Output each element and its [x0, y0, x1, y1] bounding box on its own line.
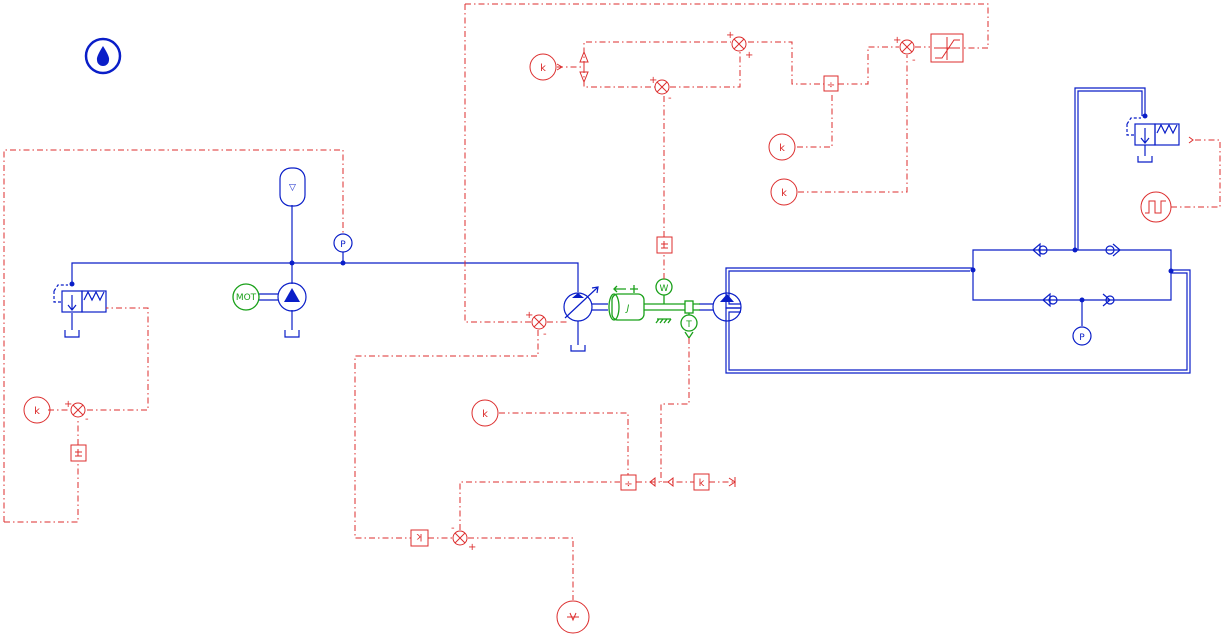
- gain-block-1: k: [693, 473, 710, 491]
- svg-text:÷: ÷: [624, 479, 632, 490]
- svg-text:P: P: [1079, 333, 1085, 343]
- summing-junction-2: [731, 36, 747, 52]
- svg-text:+: +: [649, 75, 657, 86]
- summing-junctions[interactable]: [70, 36, 915, 546]
- signal-source-bottom[interactable]: [556, 600, 590, 634]
- svg-text:k: k: [781, 188, 787, 199]
- accumulator[interactable]: ▽: [279, 167, 306, 207]
- inertia-label: J: [625, 304, 630, 314]
- water-drop-icon[interactable]: [84, 37, 122, 75]
- summing-junction-3: [654, 79, 670, 95]
- summing-junction-6: [452, 530, 468, 546]
- divider-blocks[interactable]: ÷ ÷: [620, 75, 839, 491]
- svg-text:T: T: [685, 320, 692, 330]
- svg-text:-: -: [543, 329, 547, 340]
- converter-blocks[interactable]: [70, 236, 673, 462]
- gain-blocks[interactable]: k k: [410, 473, 710, 547]
- gain-source-2: k: [529, 53, 557, 81]
- svg-text:+: +: [726, 30, 734, 41]
- rotary-inertia[interactable]: J: [608, 285, 645, 321]
- svg-text:W: W: [660, 284, 669, 294]
- motor-label: MOT: [236, 293, 257, 303]
- fixed-pump[interactable]: [258, 282, 307, 312]
- svg-text:+: +: [893, 35, 901, 46]
- svg-text:-: -: [85, 414, 89, 425]
- svg-text:+: +: [745, 50, 753, 61]
- speed-sensor[interactable]: W: [655, 278, 673, 304]
- converter-1: [70, 444, 87, 462]
- electric-motor[interactable]: MOT: [232, 283, 260, 311]
- tank-symbols: [64, 156, 1153, 352]
- svg-text:+: +: [468, 542, 476, 553]
- hydraulic-lines: [71, 87, 1191, 374]
- torque-sensor[interactable]: T: [680, 313, 698, 340]
- hydraulic-motor[interactable]: [699, 292, 742, 322]
- svg-text:k: k: [34, 406, 40, 417]
- svg-text:÷: ÷: [827, 80, 835, 91]
- svg-text:-: -: [451, 523, 455, 534]
- pulse-generator[interactable]: [1140, 191, 1172, 223]
- summing-junction-4: [899, 39, 915, 55]
- signal-lines: [3, 3, 1221, 600]
- relief-valve-right[interactable]: [1126, 117, 1180, 146]
- summing-junction-1: [70, 402, 86, 418]
- check-valve-1: [1032, 242, 1048, 258]
- signal-branch-nodes: [556, 50, 1194, 488]
- svg-text:k: k: [416, 531, 422, 542]
- svg-text:P: P: [340, 240, 346, 250]
- divider-2: ÷: [620, 474, 637, 491]
- gain-source-4: k: [770, 178, 798, 206]
- svg-text:k: k: [482, 409, 488, 420]
- hydraulic-junctions: [69, 113, 1174, 303]
- gain-block-2: k: [410, 529, 429, 547]
- gain-source-5: k: [471, 399, 499, 427]
- gain-source-1: k: [23, 396, 51, 424]
- svg-text:k: k: [699, 478, 705, 489]
- accumulator-label: ▽: [289, 183, 296, 193]
- gain-source-3: k: [768, 133, 796, 161]
- gain-sources[interactable]: k k k k k: [23, 53, 798, 427]
- pressure-sensor-load[interactable]: P: [1072, 326, 1092, 346]
- summing-junction-5: [531, 314, 547, 330]
- svg-text:+: +: [64, 399, 72, 410]
- variable-pump[interactable]: [563, 286, 608, 322]
- saturation-block[interactable]: [930, 33, 964, 63]
- relief-valve-left[interactable]: [53, 284, 107, 313]
- svg-text:k: k: [540, 63, 546, 74]
- svg-text:-: -: [912, 55, 916, 66]
- svg-text:-: -: [668, 93, 672, 104]
- check-valve-3: [1042, 292, 1058, 308]
- pressure-sensor-supply[interactable]: P: [333, 233, 353, 253]
- check-valve-2: [1105, 243, 1121, 257]
- check-valve-4: [1102, 293, 1115, 307]
- sign-labels: + - + + + - + - + - - +: [64, 30, 916, 553]
- converter-2: [656, 236, 673, 254]
- svg-text:+: +: [525, 310, 533, 321]
- check-valves[interactable]: [1032, 242, 1121, 308]
- divider-1: ÷: [823, 75, 839, 92]
- svg-text:k: k: [779, 143, 785, 154]
